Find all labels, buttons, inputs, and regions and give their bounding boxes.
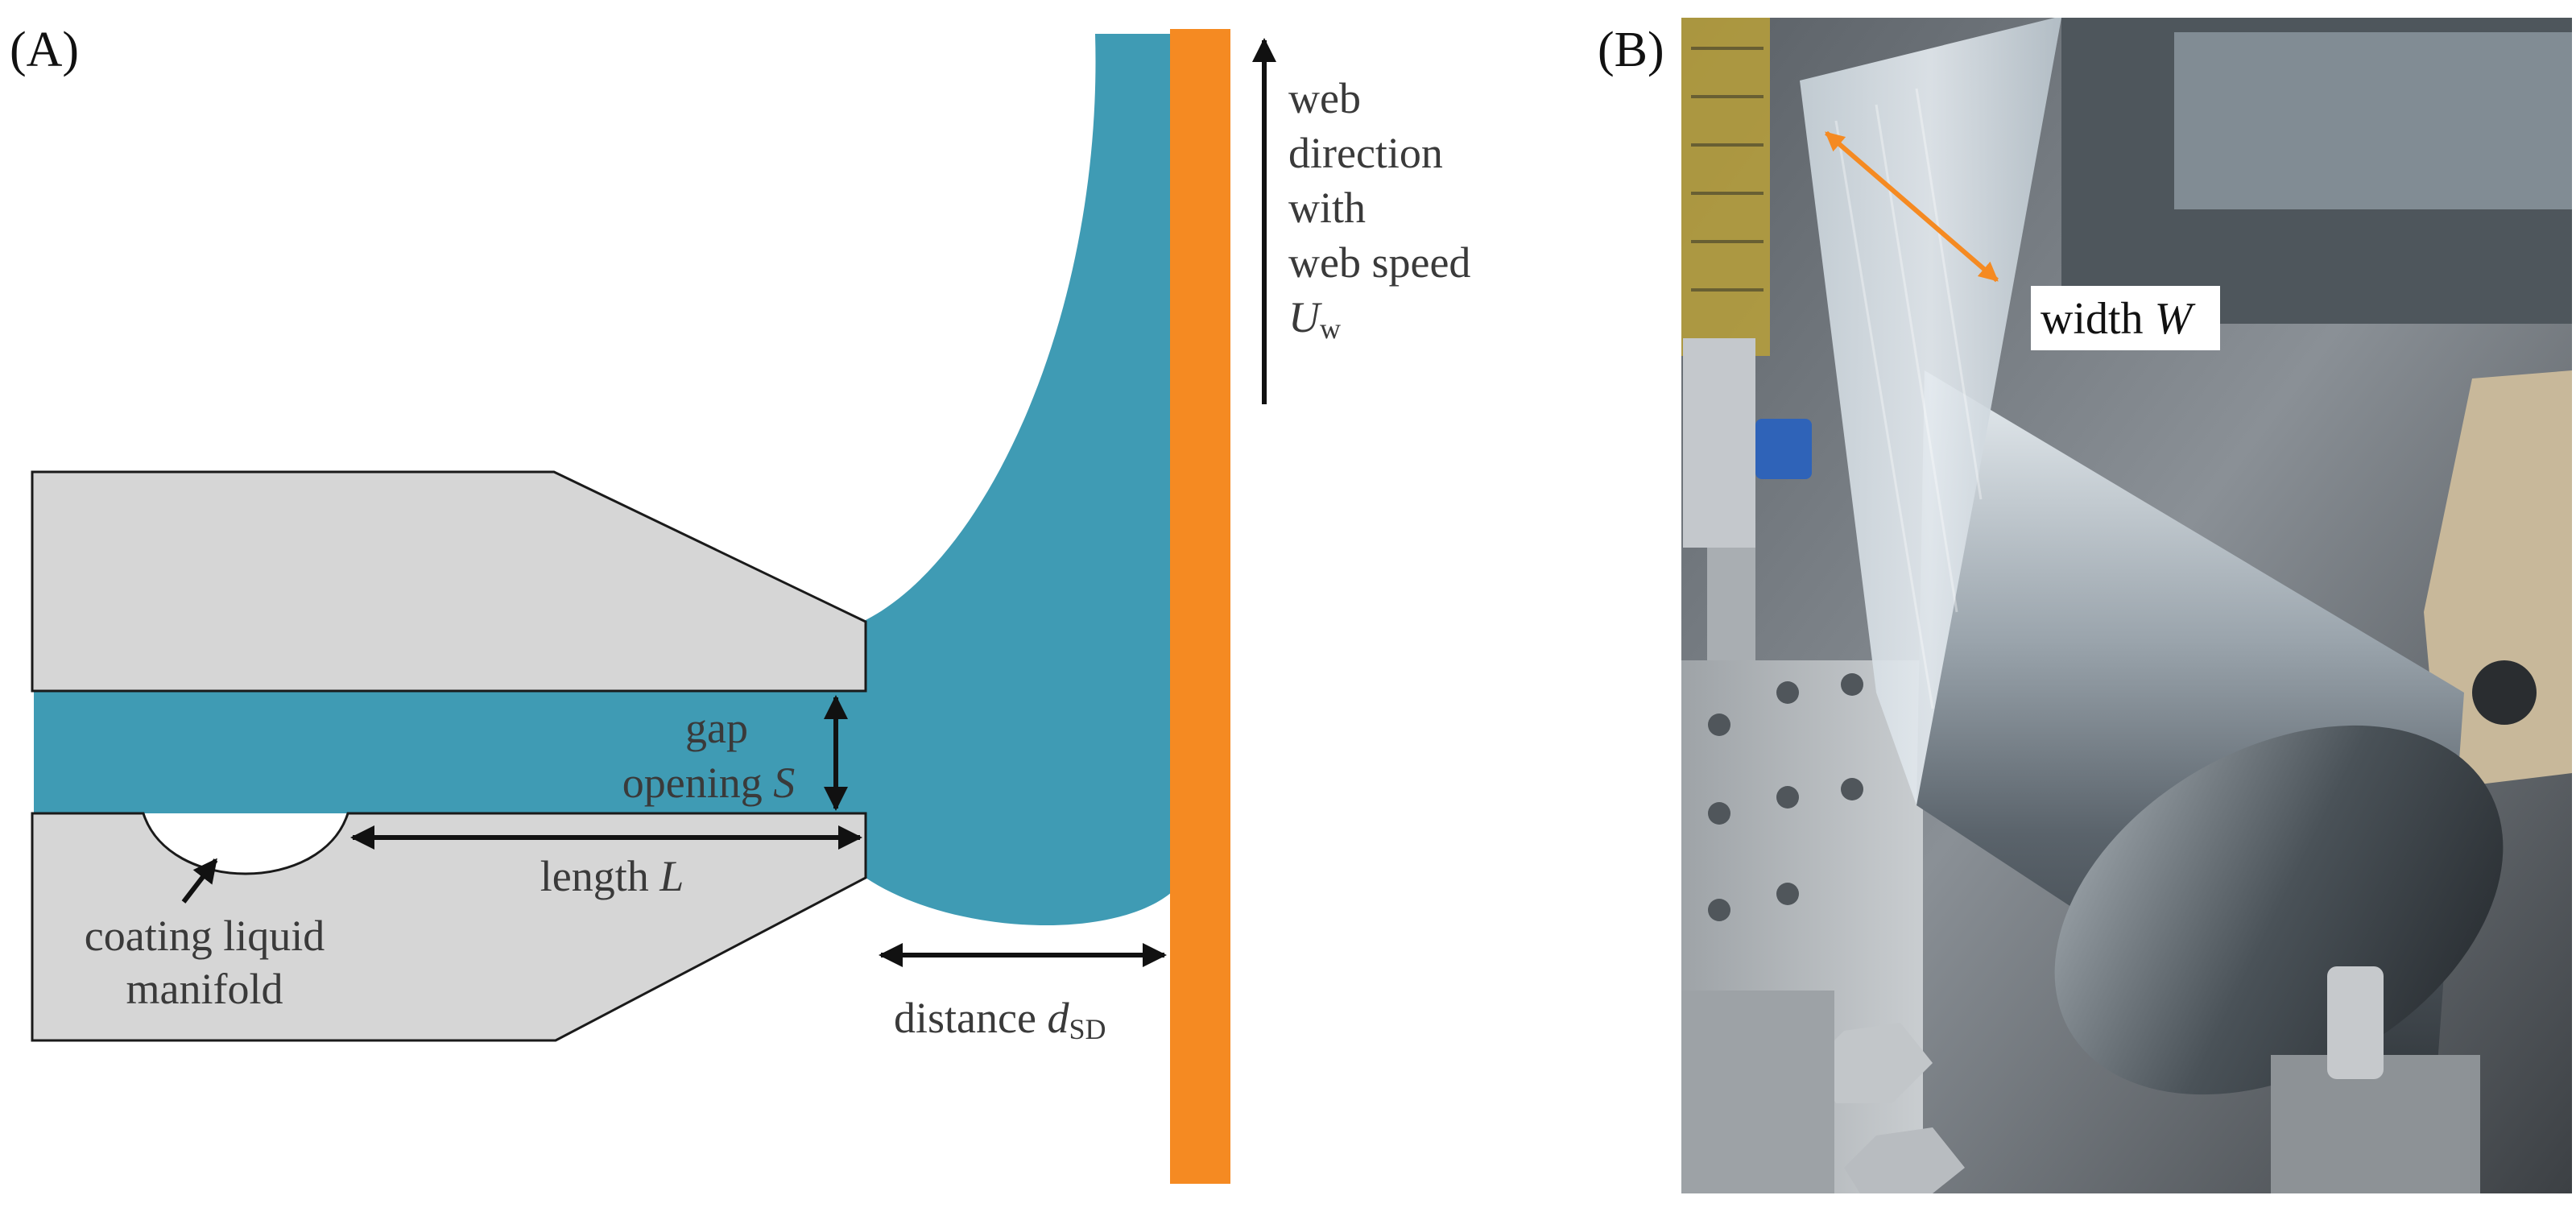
width-label-box xyxy=(2031,286,2220,350)
web-substrate xyxy=(1170,29,1230,1184)
gap-label-line1: gap xyxy=(685,704,748,752)
gap-label-line2: opening S xyxy=(622,759,795,807)
distance-label: distance dSD xyxy=(894,994,1106,1045)
upper-die-lip xyxy=(31,470,867,693)
width-arrow xyxy=(1825,130,1999,283)
web-label-line3: with xyxy=(1288,184,1366,232)
web-speed-symbol: Uw xyxy=(1288,293,1341,345)
panel-b-photo: (B) xyxy=(1598,18,2572,1193)
manifold-pointer-arrow xyxy=(181,858,218,904)
manifold-label-line1: coating liquid xyxy=(85,912,325,960)
web-label-line4: web speed xyxy=(1288,238,1470,287)
panel-a-label: (A) xyxy=(10,23,79,77)
panel-b-label: (B) xyxy=(1598,23,1664,77)
length-label: length L xyxy=(540,852,684,900)
coating-liquid xyxy=(34,34,1172,926)
width-label: width W xyxy=(2041,294,2196,344)
panel-a-slot-die-diagram: (A) gap opening S length L coating liqui… xyxy=(10,23,1470,1184)
web-label-line2: direction xyxy=(1288,129,1443,177)
lower-die-lip xyxy=(31,812,867,1042)
manifold-label-line2: manifold xyxy=(126,965,283,1013)
web-label-line1: web xyxy=(1288,74,1361,122)
coating-machine-photo xyxy=(1681,18,2572,1193)
